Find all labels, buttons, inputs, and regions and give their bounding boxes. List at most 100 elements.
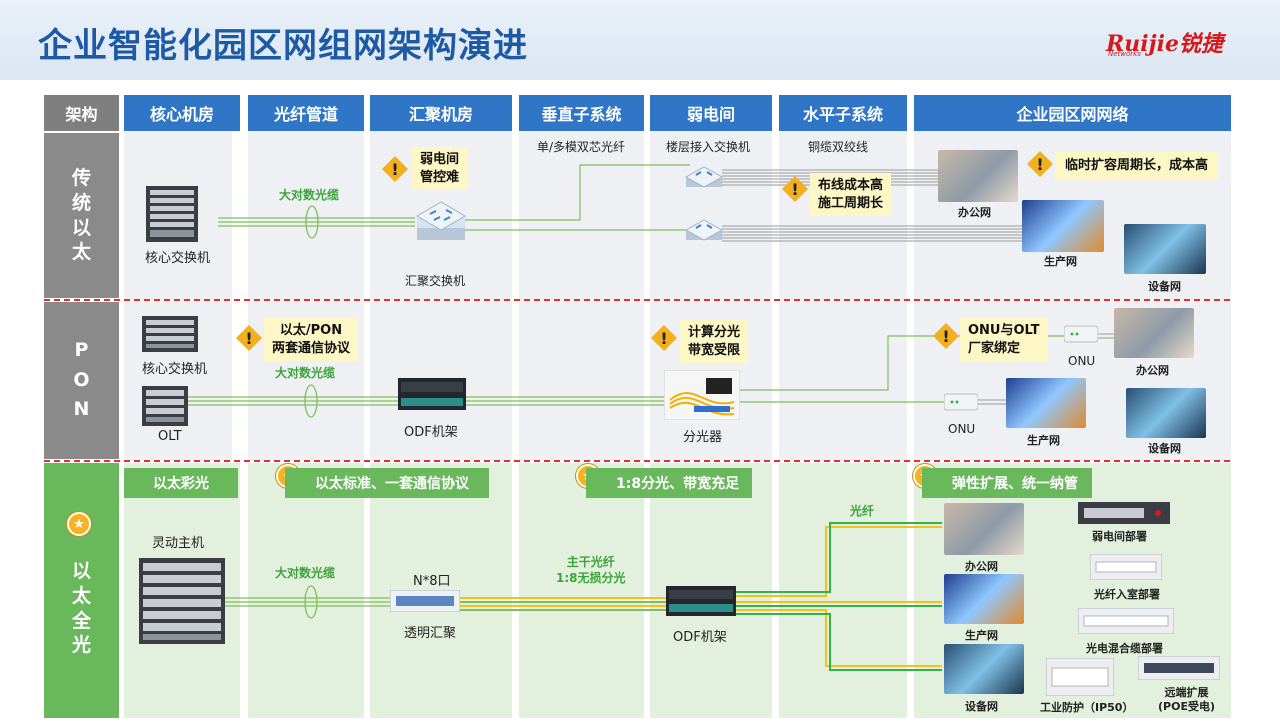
standard-label: 以太标准、一套通信协议 [285, 468, 489, 498]
n8-label: N*8口 [413, 574, 451, 589]
floor-switch-label: 楼层接入交换机 [666, 140, 751, 154]
header-arch: 架构 [44, 95, 119, 131]
hybrid-cable-device-icon [1078, 608, 1174, 634]
ethernet-color-label: 以太彩光 [124, 468, 238, 498]
row-label-traditional-text: 传统以太 [71, 167, 91, 264]
office-label-1: 办公网 [958, 206, 991, 219]
pon-core-switch-icon [142, 316, 198, 352]
production-photo [1022, 200, 1104, 252]
device-label-2: 设备网 [1148, 442, 1181, 455]
vertical-fiber-label: 单/多模双芯光纤 [537, 140, 626, 154]
header-core-room: 核心机房 [124, 95, 240, 131]
callout-cost-line2: 施工周期长 [818, 195, 884, 211]
header-horizontal: 水平子系统 [779, 95, 907, 131]
row-label-traditional: 传统以太 [44, 133, 119, 298]
elastic-label: 弹性扩展、统一纳管 [922, 468, 1092, 498]
callout-protocol-line2: 两套通信协议 [272, 340, 351, 356]
warning-icon: ! [651, 325, 677, 351]
callout-split-line1: 计算分光 [688, 325, 741, 340]
cable-label-2: 大对数光缆 [275, 366, 336, 380]
col-bg-vertical [519, 131, 644, 461]
onu-label-2: ONU [948, 422, 976, 436]
warning-icon: ! [382, 156, 408, 182]
production-photo [944, 574, 1024, 624]
row-label-all-optical: 以太全光 [44, 463, 119, 718]
production-label-3: 生产网 [965, 629, 998, 642]
col-bg-fiber [248, 131, 364, 461]
office-photo [938, 150, 1018, 202]
splitter-icon [664, 370, 740, 420]
svg-text:!: ! [1036, 155, 1043, 174]
callout-cost-warning: 布线成本高 施工周期长 [810, 173, 892, 217]
callout-split-line2: 带宽受限 [688, 342, 741, 358]
odf-label-1: ODF机架 [404, 425, 458, 440]
remote-extension-device-icon [1138, 656, 1220, 680]
cable-label-3: 大对数光缆 [275, 566, 336, 580]
svg-text:!: ! [942, 327, 949, 346]
header-agg-room: 汇聚机房 [370, 95, 512, 131]
svg-text:!: ! [245, 329, 252, 348]
svg-text:!: ! [660, 329, 667, 348]
device-deploy-label-4: 工业防护（IP50） [1040, 701, 1134, 714]
warning-icon: ! [782, 176, 808, 202]
warning-icon: ! [1027, 151, 1053, 177]
production-label-2: 生产网 [1027, 434, 1060, 447]
callout-agg-warning: 弱电间 管控难 [412, 147, 468, 191]
svg-text:!: ! [791, 180, 798, 199]
weak-room-device-icon [1078, 502, 1170, 524]
split-label: 1:8分光、带宽充足 [586, 468, 752, 498]
device-deploy-label-5-line1: 远端扩展 [1164, 686, 1209, 699]
ruijie-logo: Ruijie锐捷 Networks [1106, 26, 1256, 66]
callout-protocol-line1: 以太/PON [279, 323, 343, 338]
office-photo [944, 503, 1024, 555]
production-photo [1006, 378, 1086, 428]
device-deploy-label-2: 光纤入室部署 [1094, 588, 1160, 601]
row-label-pon-text: PON [73, 339, 90, 421]
transparent-agg-icon [390, 590, 460, 612]
callout-agg-line1: 弱电间 [420, 152, 460, 167]
device-deploy-label-5: 远端扩展 (POE受电) [1158, 686, 1215, 715]
splitter-label: 分光器 [683, 430, 723, 445]
office-photo [1114, 308, 1194, 358]
star-icon: ★ [67, 512, 91, 536]
fiber-home-device-icon [1090, 554, 1162, 580]
row-label-pon: PON [44, 302, 119, 459]
row-label-all-optical-text: 以太全光 [71, 560, 91, 657]
trunk-label-line1: 主干光纤 [566, 555, 615, 569]
copper-label: 铜缆双绞线 [808, 140, 869, 154]
trunk-label-line2: 1:8无损分光 [556, 571, 626, 586]
col3-bg-horizontal [779, 463, 907, 718]
device-deploy-label-5-line2: (POE受电) [1158, 700, 1215, 714]
callout-agg-line2: 管控难 [420, 169, 460, 185]
col3-bg-vertical [519, 463, 644, 718]
office-label-3: 办公网 [965, 560, 998, 573]
agg-switch-label: 汇聚交换机 [405, 274, 466, 288]
core-switch-label: 核心交换机 [145, 251, 211, 266]
header-bar [0, 0, 1280, 80]
callout-bind-line1: ONU与OLT [968, 323, 1040, 338]
odf-rack-icon [398, 378, 466, 410]
device-photo [1124, 224, 1206, 274]
odf-rack-icon [666, 586, 736, 616]
callout-cost-line1: 布线成本高 [818, 178, 884, 193]
header-vertical: 垂直子系统 [519, 95, 644, 131]
core-switch-icon [146, 186, 198, 242]
warning-icon: ! [236, 325, 262, 351]
floor-switch-icon-1 [684, 166, 724, 188]
row3-label-bg [44, 463, 119, 718]
warning-icon: ! [933, 323, 959, 349]
header-campus: 企业园区网网络 [914, 95, 1231, 131]
device-label-3: 设备网 [965, 700, 998, 713]
logo-text: Ruijie锐捷 [1106, 31, 1223, 57]
callout-bind-warning: ONU与OLT 厂家绑定 [960, 318, 1048, 362]
callout-bind-line2: 厂家绑定 [968, 340, 1021, 356]
agg-switch-icon [416, 201, 466, 240]
device-deploy-label-1: 弱电间部署 [1092, 530, 1147, 543]
callout-split-warning: 计算分光 带宽受限 [680, 320, 749, 364]
host-chassis-icon [139, 558, 225, 644]
logo-subtext: Networks [1108, 50, 1141, 58]
odf-label-2: ODF机架 [673, 630, 727, 645]
onu-icon-2 [944, 393, 978, 411]
host-label: 灵动主机 [152, 536, 205, 551]
